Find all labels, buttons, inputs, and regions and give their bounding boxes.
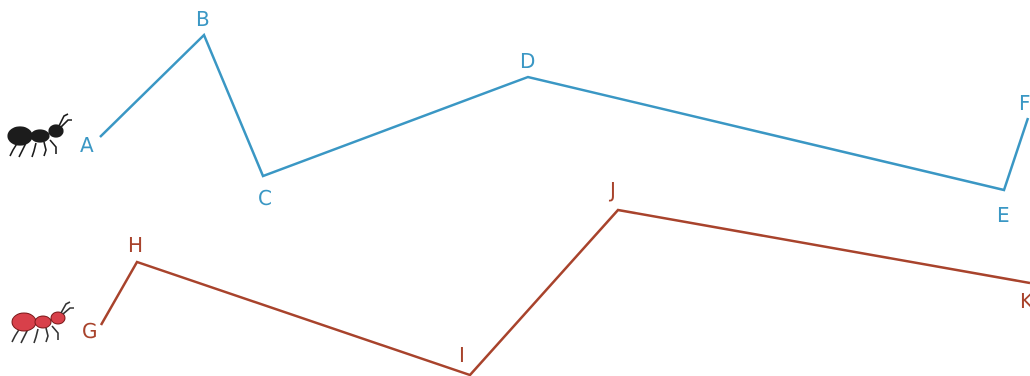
point-label-a: A — [80, 133, 94, 157]
black-ant-icon — [7, 113, 72, 158]
point-label-e: E — [997, 203, 1010, 227]
point-label-i: I — [459, 343, 465, 367]
red-path-line — [99, 208, 1030, 376]
red-ant-icon — [11, 301, 74, 344]
point-label-j: J — [608, 178, 616, 202]
point-label-f: F — [1019, 91, 1030, 115]
blue-path-line — [99, 32, 1030, 192]
point-label-d: D — [520, 49, 535, 73]
point-label-h: H — [128, 233, 143, 257]
point-label-k: K — [1020, 289, 1030, 313]
point-label-c: C — [258, 186, 272, 210]
point-label-g: G — [82, 319, 98, 343]
point-label-b: B — [196, 7, 210, 31]
